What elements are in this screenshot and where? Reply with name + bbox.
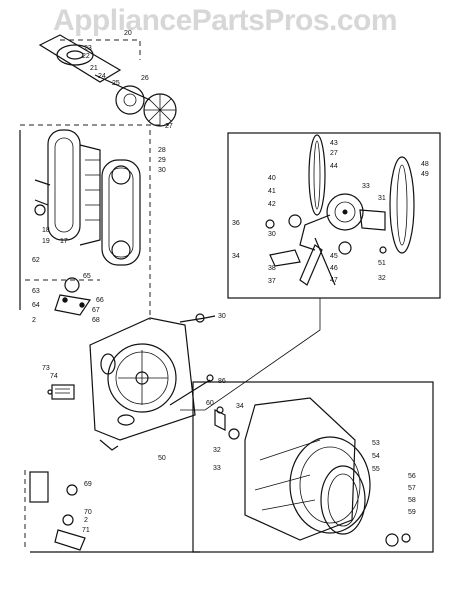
callout: 2 (32, 317, 36, 324)
callout: 60 (206, 400, 214, 407)
callout: 56 (408, 473, 416, 480)
callout: 59 (408, 509, 416, 516)
callout: 70 (84, 509, 92, 516)
callout: 33 (362, 183, 370, 190)
callout: 58 (408, 497, 416, 504)
callout: 64 (32, 302, 40, 309)
callout: 32 (213, 447, 221, 454)
callout: 53 (372, 440, 380, 447)
callout-labels: 20 23 22 21 24 25 26 27 28 29 30 17 19 6… (32, 30, 429, 534)
callout: 26 (141, 75, 149, 82)
callout: 51 (378, 260, 386, 267)
callout: 42 (268, 201, 276, 208)
callout: 30 (218, 313, 226, 320)
top-blower-assembly (20, 34, 177, 127)
rear-bulkhead-panel (89, 313, 216, 451)
callout: 41 (268, 188, 276, 195)
callout: 22 (82, 53, 90, 60)
callout: 45 (330, 253, 338, 260)
leader-line (180, 298, 321, 411)
callout: 24 (98, 73, 106, 80)
callout: 18 (42, 227, 50, 234)
callout: 17 (60, 238, 68, 245)
drum-box (192, 381, 434, 553)
left-heater-assembly (19, 129, 151, 320)
callout: 69 (84, 481, 92, 488)
callout: 31 (378, 195, 386, 202)
callout: 19 (42, 238, 50, 245)
callout: 55 (372, 466, 380, 473)
callout: 63 (32, 288, 40, 295)
callout: 67 (92, 307, 100, 314)
callout: 44 (330, 163, 338, 170)
callout: 25 (112, 80, 120, 87)
callout: 20 (124, 30, 132, 37)
callout: 47 (330, 277, 338, 284)
terminal-block (47, 384, 75, 400)
callout: 73 (42, 365, 50, 372)
callout: 49 (421, 171, 429, 178)
callout: 27 (330, 150, 338, 157)
callout: 2 (84, 517, 88, 524)
callout: 50 (158, 455, 166, 462)
callout: 68 (92, 317, 100, 324)
callout: 34 (236, 403, 244, 410)
callout: 28 (158, 147, 166, 154)
callout: 40 (268, 175, 276, 182)
callout: 38 (268, 265, 276, 272)
callout: 37 (268, 278, 276, 285)
callout: 23 (84, 45, 92, 52)
callout: 30 (268, 231, 276, 238)
callout: 71 (82, 527, 90, 534)
callout: 65 (83, 273, 91, 280)
callout: 66 (96, 297, 104, 304)
callout: 57 (408, 485, 416, 492)
callout: 29 (158, 157, 166, 164)
callout: 46 (330, 265, 338, 272)
callout: 43 (330, 140, 338, 147)
callout: 34 (232, 253, 240, 260)
callout: 27 (165, 123, 173, 130)
callout: 21 (90, 65, 98, 72)
callout: 32 (378, 275, 386, 282)
callout: 74 (50, 373, 58, 380)
callout: 62 (32, 257, 40, 264)
callout: 48 (421, 161, 429, 168)
bottom-left-parts (24, 470, 200, 553)
callout: 33 (213, 465, 221, 472)
motor-box (227, 132, 441, 299)
callout: 30 (158, 167, 166, 174)
callout: 36 (232, 220, 240, 227)
callout: 86 (218, 378, 226, 385)
callout: 54 (372, 453, 380, 460)
